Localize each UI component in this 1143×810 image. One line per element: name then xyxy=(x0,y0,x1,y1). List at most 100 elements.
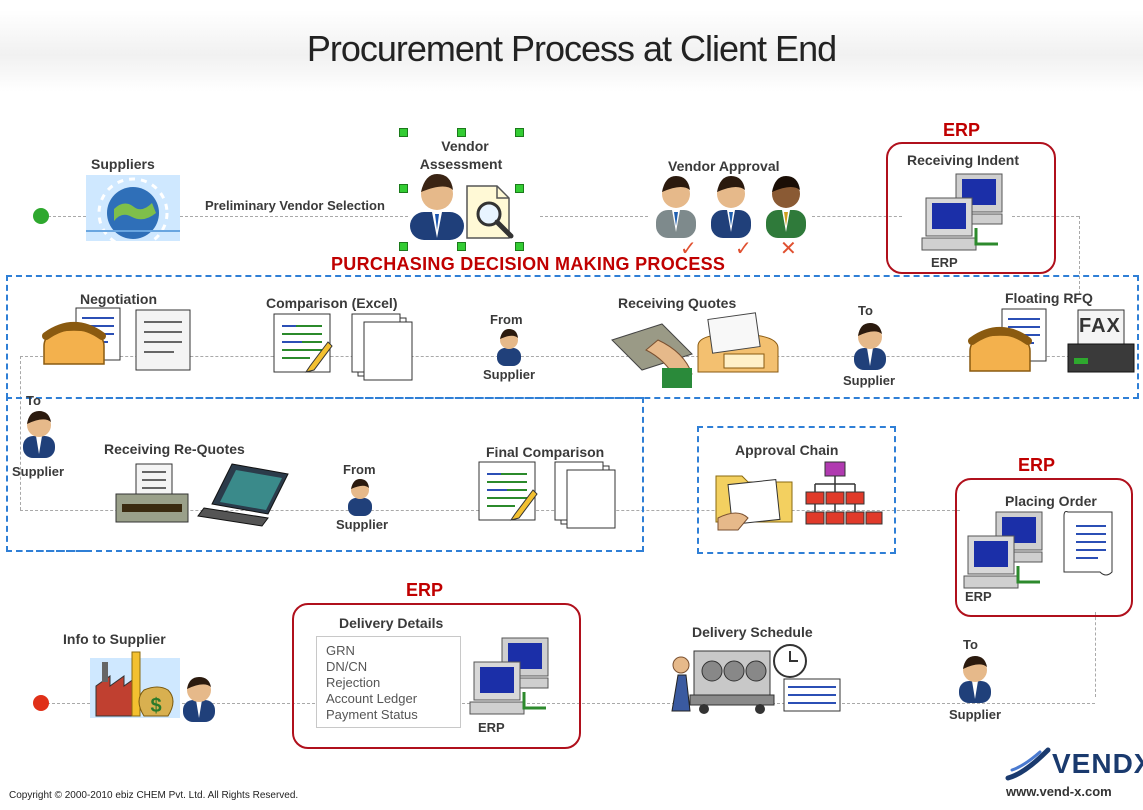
phone-icon xyxy=(968,308,1047,372)
person-icon xyxy=(348,479,372,516)
to-label: To xyxy=(858,303,873,318)
person-icon xyxy=(497,329,521,366)
fax-machine-icon xyxy=(1067,309,1135,373)
erp-caption: ERP xyxy=(965,589,992,604)
supplier-label: Supplier xyxy=(336,517,389,532)
vendor-approval-label: Vendor Approval xyxy=(668,158,780,174)
erp-computer-icon xyxy=(469,637,549,715)
person-icon xyxy=(854,323,886,370)
purchase-order-document-icon xyxy=(1063,511,1113,576)
connector-line xyxy=(20,356,21,510)
approval-chain-box xyxy=(697,426,896,554)
connector-line xyxy=(180,216,408,217)
approval-check-mark: ✓ xyxy=(735,238,752,260)
from-label: From xyxy=(490,312,523,327)
supplier-label: Supplier xyxy=(843,373,896,388)
selection-handle xyxy=(399,184,408,193)
person-icon xyxy=(410,174,464,240)
to-label: To xyxy=(26,393,41,408)
list-item: DN/CN xyxy=(326,659,368,674)
person-icon xyxy=(711,176,751,238)
receiving-quotes-label: Receiving Quotes xyxy=(618,295,737,311)
connector-line xyxy=(20,356,1130,357)
placing-order-label: Placing Order xyxy=(1005,493,1097,509)
erp-computer-icon xyxy=(963,511,1043,589)
person-icon xyxy=(959,656,991,703)
selection-handle xyxy=(399,128,408,137)
connector-line xyxy=(1012,216,1079,217)
receiving-indent-erp-box xyxy=(886,142,1056,274)
fax-receiving-icon xyxy=(611,312,779,388)
connector-line xyxy=(48,216,86,217)
connector-line xyxy=(1079,216,1080,294)
approval-check-mark: ✓ xyxy=(680,238,697,260)
supplier-label: Supplier xyxy=(483,367,536,382)
list-item: Payment Status xyxy=(326,707,418,722)
delivery-details-label: Delivery Details xyxy=(339,615,444,631)
to-label: To xyxy=(963,637,978,652)
person-icon xyxy=(183,677,215,722)
page-title: Procurement Process at Client End xyxy=(306,28,837,69)
person-icon xyxy=(766,176,806,238)
suppliers-label: Suppliers xyxy=(91,156,155,172)
selection-handle xyxy=(515,128,524,137)
erp-label: ERP xyxy=(406,580,444,600)
person-icon xyxy=(23,411,55,458)
document-search-icon xyxy=(466,185,514,239)
document-edit-icon xyxy=(478,461,616,529)
placing-order-erp-box xyxy=(955,478,1133,617)
selection-handle xyxy=(515,184,524,193)
approval-chain-icon xyxy=(715,461,883,531)
from-label: From xyxy=(343,462,376,477)
selection-handle xyxy=(457,128,466,137)
title-band xyxy=(0,10,1143,92)
supplier-label: Supplier xyxy=(949,707,1002,722)
erp-computer-icon xyxy=(921,173,1003,251)
end-node-icon xyxy=(33,695,49,711)
selection-handle xyxy=(515,242,524,251)
approval-chain-label: Approval Chain xyxy=(735,442,839,458)
person-icon xyxy=(656,176,696,238)
erp-label: ERP xyxy=(943,120,981,140)
purchasing-box-middle xyxy=(87,397,644,552)
vendor-assessment-label-1: Vendor xyxy=(441,138,489,154)
vendx-logo-icon xyxy=(1005,747,1051,781)
start-node-icon xyxy=(33,208,49,224)
erp-label: ERP xyxy=(1018,455,1056,475)
delivery-schedule-label: Delivery Schedule xyxy=(692,624,813,640)
selection-handle xyxy=(399,242,408,251)
delivery-details-list: GRN DN/CN Rejection Account Ledger Payme… xyxy=(316,636,461,728)
connector-line xyxy=(42,703,1095,704)
comparison-excel-label: Comparison (Excel) xyxy=(266,295,398,311)
copyright-text: Copyright © 2000-2010 ebiz CHEM Pvt. Ltd… xyxy=(9,790,299,801)
purchasing-process-label: PURCHASING DECISION MAKING PROCESS xyxy=(331,254,726,274)
supplier-label: Supplier xyxy=(12,464,65,479)
connector-line xyxy=(1095,612,1096,697)
approval-cross-mark: ✕ xyxy=(780,238,797,260)
negotiation-label: Negotiation xyxy=(80,291,157,307)
document-edit-icon xyxy=(273,313,413,381)
erp-caption: ERP xyxy=(931,255,958,270)
floating-rfq-label: Floating RFQ xyxy=(1005,290,1093,306)
info-to-supplier-label: Info to Supplier xyxy=(63,631,166,647)
receiving-requotes-label: Receiving Re-Quotes xyxy=(104,441,245,457)
factory-money-icon: $ xyxy=(90,651,180,718)
list-item: Account Ledger xyxy=(326,691,418,706)
svg-text:$: $ xyxy=(150,695,161,717)
selection-handle xyxy=(457,242,466,251)
erp-caption: ERP xyxy=(478,720,505,735)
brand-url[interactable]: www.vend-x.com xyxy=(1006,784,1112,799)
delivery-schedule-icon xyxy=(671,644,841,714)
connector-line xyxy=(540,216,648,217)
list-item: Rejection xyxy=(326,675,381,690)
connector-line xyxy=(812,216,902,217)
printer-laptop-icon xyxy=(115,463,289,527)
receiving-indent-label: Receiving Indent xyxy=(907,152,1020,168)
preliminary-selection-label: Preliminary Vendor Selection xyxy=(205,198,385,213)
final-comparison-label: Final Comparison xyxy=(486,444,605,460)
globe-icon xyxy=(86,175,180,249)
phone-fax-icon xyxy=(42,307,191,371)
vendor-assessment-label-2: Assessment xyxy=(419,156,503,172)
fax-text: FAX xyxy=(1079,315,1121,337)
